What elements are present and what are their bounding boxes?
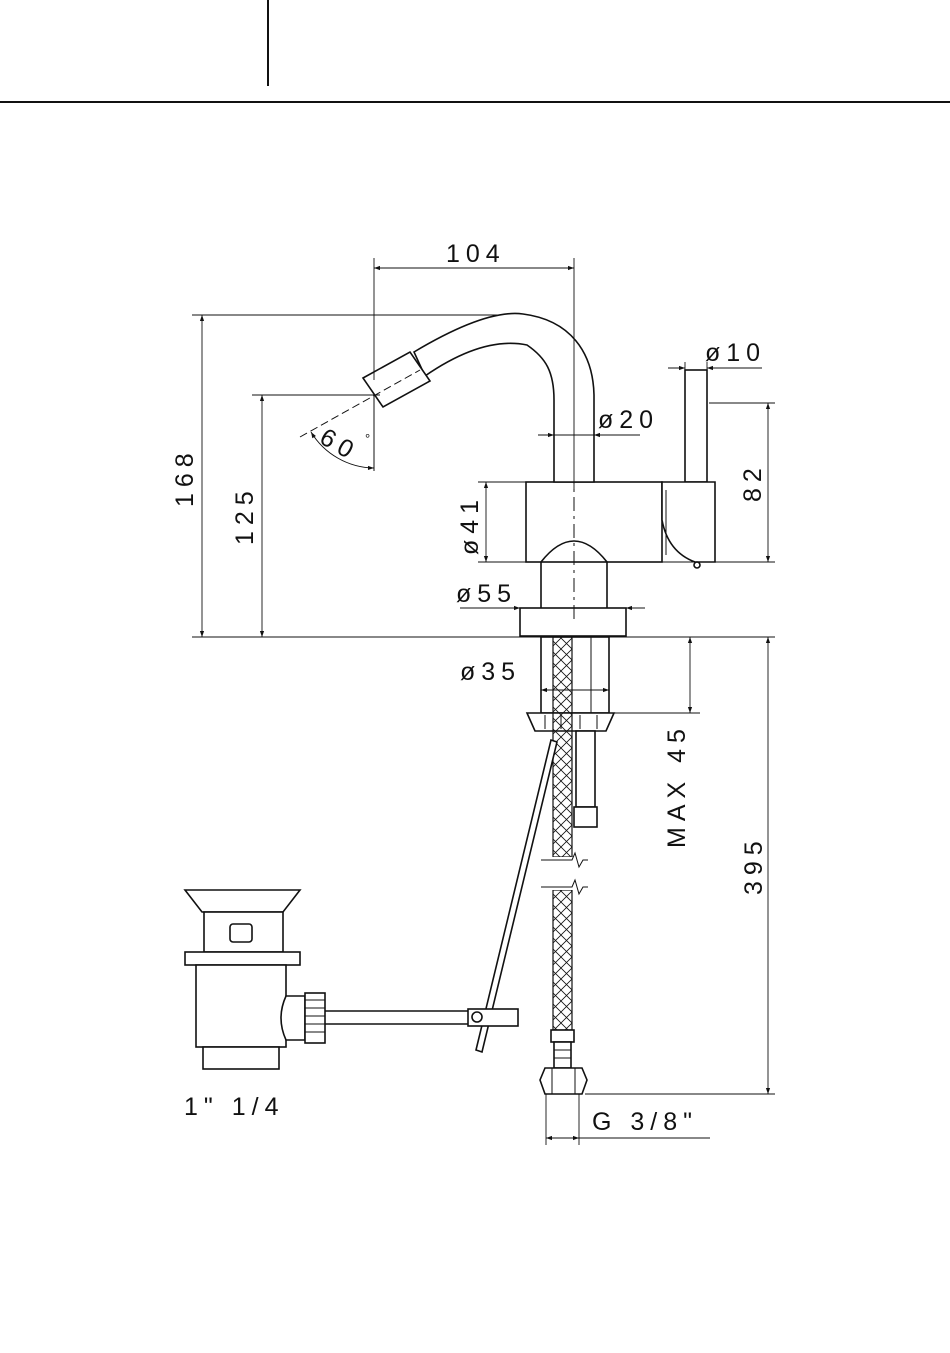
lever-handle (662, 370, 715, 568)
cap-screw (694, 562, 700, 568)
title-block-frame (0, 0, 950, 102)
label-degree-sign: ° (365, 431, 370, 446)
waste-body (196, 965, 286, 1047)
label-spout-diameter: ø20 (598, 406, 659, 434)
hose-crimp-ferrule (551, 1030, 574, 1042)
hose-break-gap (540, 857, 585, 890)
base-flange (520, 608, 626, 636)
label-spout-reach: 104 (446, 240, 506, 268)
label-total-height: 168 (171, 447, 199, 507)
hose-lower-braid (553, 890, 572, 1030)
pull-rod (476, 740, 557, 1052)
mixer-cylinder-body (526, 482, 662, 562)
hose-hex-nut (540, 1068, 587, 1094)
pop-up-rod (313, 740, 557, 1052)
waste-tail (203, 1047, 279, 1069)
label-hose-length: 395 (740, 835, 768, 895)
label-hose-thread: G 3/8" (592, 1108, 698, 1136)
label-shank-diameter: ø35 (460, 658, 521, 686)
waste-flange (185, 952, 300, 965)
hose-connector-sleeve (554, 1042, 571, 1068)
label-max-deck-thickness: MAX 45 (663, 723, 691, 848)
lever-cartridge-cap (662, 482, 715, 562)
stud-nut (574, 807, 597, 827)
waste-side-boss (281, 996, 305, 1040)
clamp-screw (472, 1012, 482, 1022)
mixer-body (520, 470, 662, 637)
label-body-diameter: ø41 (456, 494, 484, 555)
waste-window (230, 924, 252, 942)
threaded-stud (576, 731, 595, 807)
waste-plug-head (185, 890, 300, 912)
mounting-shank (541, 637, 609, 713)
pop-up-waste (185, 890, 325, 1069)
label-spray-angle: 60 (315, 423, 363, 467)
label-lever-height: 82 (739, 462, 767, 502)
label-waste-size: 1" 1/4 (184, 1093, 284, 1121)
label-base-diameter: ø55 (456, 580, 517, 608)
lever-stick (685, 370, 707, 482)
label-spout-height: 125 (231, 485, 259, 545)
spout-tube (414, 313, 594, 482)
label-lever-diameter: ø10 (705, 339, 766, 367)
